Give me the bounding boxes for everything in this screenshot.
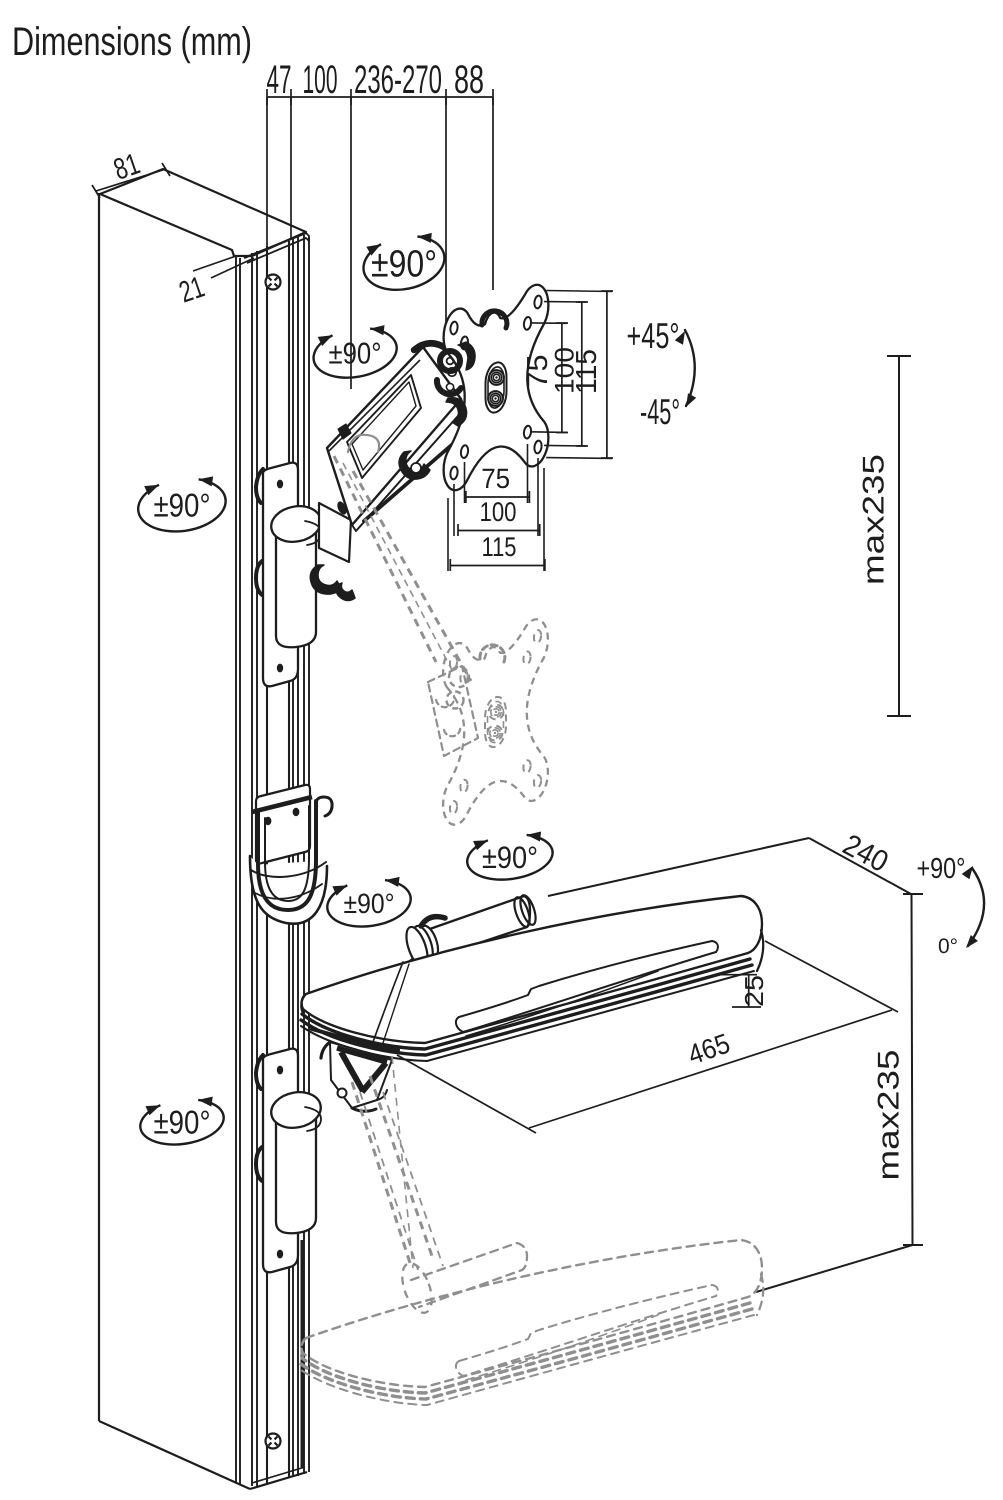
svg-text:115: 115 [571, 349, 603, 394]
svg-text:100: 100 [550, 347, 580, 394]
svg-text:0°: 0° [938, 935, 958, 958]
svg-text:+90°: +90° [917, 853, 966, 885]
svg-text:88: 88 [454, 58, 484, 102]
svg-text:±90°: ±90° [329, 338, 382, 371]
svg-text:75: 75 [481, 463, 510, 494]
svg-text:75: 75 [522, 355, 554, 389]
svg-text:-45°: -45° [640, 391, 680, 432]
svg-text:236-270: 236-270 [354, 58, 442, 102]
svg-text:±90°: ±90° [344, 888, 395, 919]
svg-text:+45°: +45° [627, 315, 680, 356]
svg-text:±90°: ±90° [371, 243, 437, 285]
svg-text:Dimensions (mm): Dimensions (mm) [12, 20, 252, 64]
svg-text:max235: max235 [873, 1050, 906, 1181]
svg-text:25: 25 [739, 975, 769, 1007]
svg-text:±90°: ±90° [482, 840, 538, 875]
svg-text:47: 47 [267, 58, 292, 102]
svg-text:115: 115 [482, 532, 517, 562]
svg-text:max235: max235 [858, 454, 891, 585]
svg-text:100: 100 [480, 497, 517, 527]
svg-text:±90°: ±90° [154, 487, 211, 524]
svg-text:100: 100 [303, 58, 338, 102]
svg-text:±90°: ±90° [154, 1104, 211, 1141]
